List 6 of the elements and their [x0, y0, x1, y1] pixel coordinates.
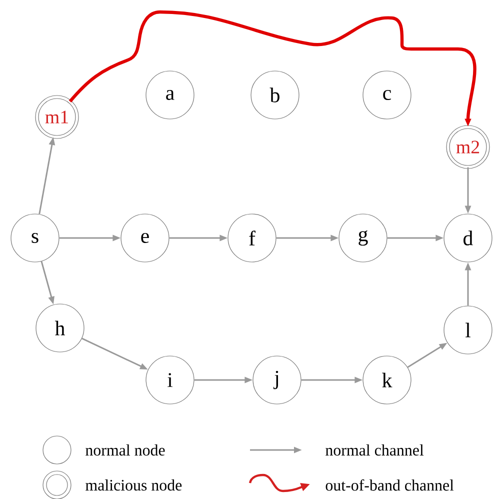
- malicious-node: m2: [446, 125, 490, 169]
- legend-label: malicious node: [86, 479, 182, 491]
- legend-label: out-of-band channel: [326, 479, 454, 491]
- legend-label: normal node: [86, 444, 165, 456]
- malicious-node: m1: [35, 95, 79, 139]
- legend-label: normal channel: [326, 444, 424, 456]
